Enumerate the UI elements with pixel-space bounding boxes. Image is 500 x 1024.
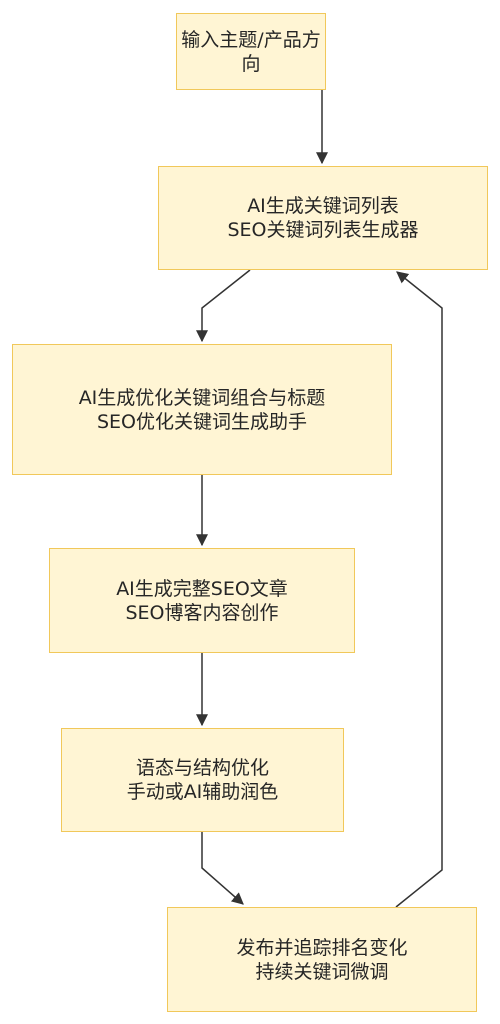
edge-n6-n2 <box>395 271 443 908</box>
node-keyword-combos-titles: AI生成优化关键词组合与标题 SEO优化关键词生成助手 <box>12 344 392 475</box>
node-tone-structure-line-2: 手动或AI辅助润色 <box>126 781 279 803</box>
node-keyword-list: AI生成关键词列表 SEO关键词列表生成器 <box>158 166 488 270</box>
node-input-topic: 输入主题/产品方向 <box>176 13 326 90</box>
edge-n2-n3 <box>196 269 251 343</box>
node-publish-track-line-2: 持续关键词微调 <box>255 960 389 983</box>
edge-n5-n6 <box>201 832 244 905</box>
node-keyword-list-line-1: AI生成关键词列表 <box>247 195 399 217</box>
node-keyword-combos-titles-line-1: AI生成优化关键词组合与标题 <box>78 386 326 409</box>
node-full-article-line-2: SEO博客内容创作 <box>125 601 279 624</box>
node-input-topic-line-1: 输入主题/产品方向 <box>181 28 321 75</box>
node-publish-track-line-1: 发布并追踪排名变化 <box>236 936 408 959</box>
node-tone-structure: 语态与结构优化 手动或AI辅助润色 <box>61 728 344 832</box>
node-full-article: AI生成完整SEO文章 SEO博客内容创作 <box>49 548 355 653</box>
node-publish-track: 发布并追踪排名变化 持续关键词微调 <box>167 907 477 1012</box>
node-tone-structure-line-1: 语态与结构优化 <box>135 757 269 779</box>
node-keyword-combos-titles-line-2: SEO优化关键词生成助手 <box>96 410 308 433</box>
node-keyword-list-line-2: SEO关键词列表生成器 <box>227 219 419 241</box>
node-full-article-line-1: AI生成完整SEO文章 <box>116 577 288 600</box>
